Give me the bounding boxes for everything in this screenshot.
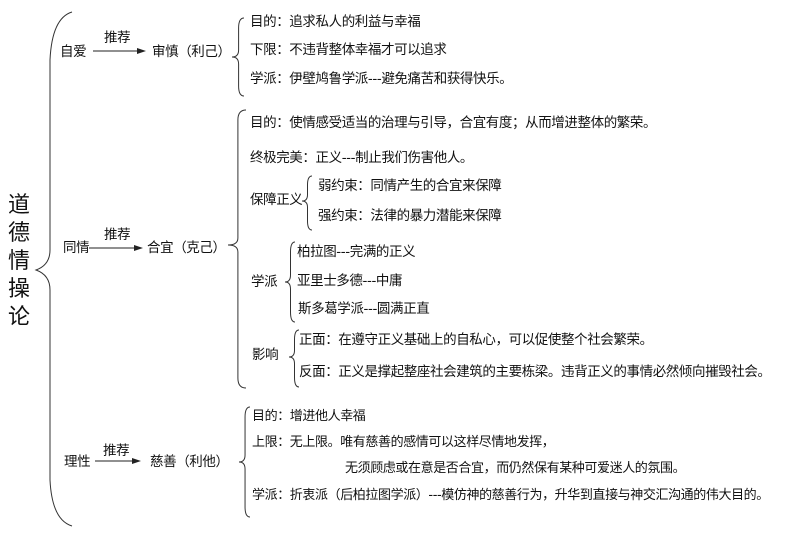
branch-source-reason: 理性 xyxy=(64,454,91,470)
item-text: 无须顾虑或在意是否合宜，而仍然保有某种可爱迷人的氛围。 xyxy=(345,461,686,476)
brace-schools xyxy=(284,241,296,323)
item-text: 学派：伊壁鸠鲁学派---避免痛苦和获得快乐。 xyxy=(250,71,513,87)
brace-justice xyxy=(301,175,313,231)
item-text: 弱约束：同情产生的合宜来保障 xyxy=(318,178,502,194)
branch-source-sympathy: 同情 xyxy=(63,240,90,256)
brace-influence xyxy=(288,329,300,388)
item-text: 斯多葛学派---圆满正直 xyxy=(298,301,430,317)
item-text: 目的：使情感受适当的治理与引导，合宜有度；从而增进整体的繁荣。 xyxy=(250,115,657,131)
item-text: 下限：不违背整体幸福才可以追求 xyxy=(250,42,447,58)
arrow-label: 推荐 xyxy=(104,30,131,46)
arrowhead-icon xyxy=(137,48,146,54)
item-text: 目的：增进他人幸福 xyxy=(252,409,366,424)
item-text: 反面：正义是撑起整座社会建筑的主要栋梁。违背正义的事情必然倾向摧毁社会。 xyxy=(299,364,771,380)
brace-benevolence xyxy=(238,406,251,518)
branch-target-benevolence: 慈善（利他） xyxy=(150,454,229,470)
brace-prudence xyxy=(231,17,245,97)
item-text: 亚里士多德---中庸 xyxy=(297,273,403,289)
item-text: 目的：追求私人的利益与幸福 xyxy=(250,14,421,30)
item-text: 强约束：法律的暴力潜能来保障 xyxy=(318,208,502,224)
schools-label: 学派 xyxy=(251,274,278,290)
item-text: 上限：无上限。唯有慈善的感情可以这样尽情地发挥， xyxy=(252,435,555,450)
influence-label: 影响 xyxy=(252,347,279,363)
root-title: 道德情操论 xyxy=(7,193,30,330)
arrowhead-icon xyxy=(134,245,143,251)
arrow-label: 推荐 xyxy=(103,443,130,459)
item-text: 柏拉图---完满的正义 xyxy=(297,244,416,260)
item-text: 学派：折衷派（后柏拉图学派）---模仿神的慈善行为，升华到直接与神交汇沟通的伟大… xyxy=(252,488,769,503)
justice-label: 保障正义 xyxy=(250,192,303,208)
branch-source-self-love: 自爱 xyxy=(60,44,87,60)
item-text: 终极完美：正义---制止我们伤害他人。 xyxy=(250,150,474,166)
arrow-label: 推荐 xyxy=(104,227,131,243)
item-text: 正面：在遵守正义基础上的自私心，可以促使整个社会繁荣。 xyxy=(299,332,653,348)
brace-propriety xyxy=(227,109,247,389)
arrowhead-icon xyxy=(132,458,141,464)
branch-target-propriety: 合宜（克己） xyxy=(147,240,226,256)
branch-target-prudence: 审慎（利己） xyxy=(152,44,231,60)
root-brace xyxy=(34,11,73,527)
